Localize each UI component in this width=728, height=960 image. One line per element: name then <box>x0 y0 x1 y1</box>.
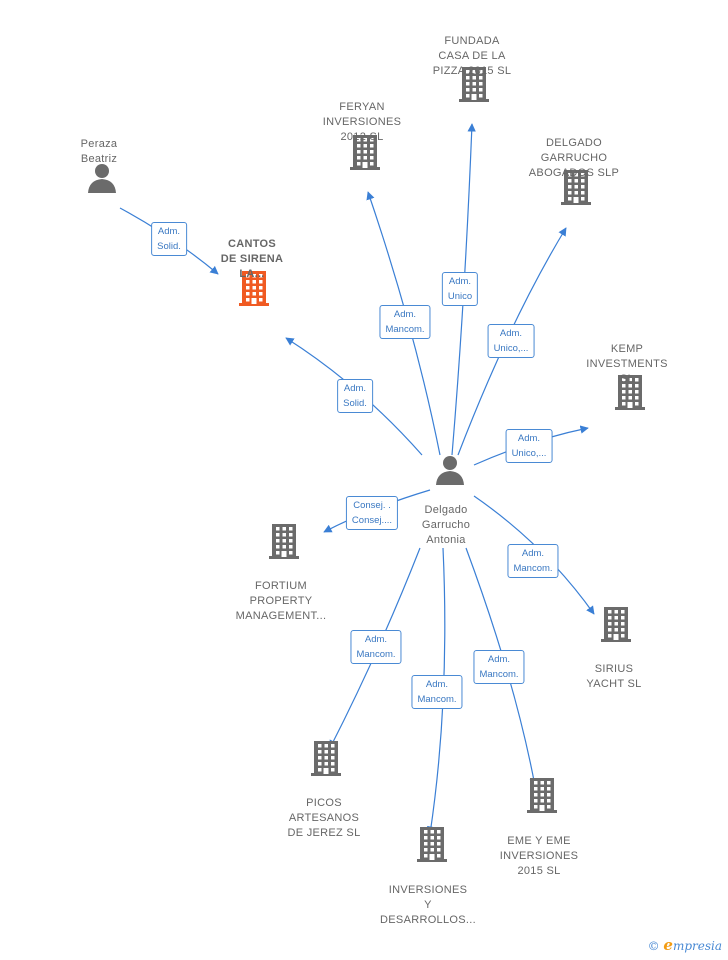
node-label-feryan[interactable]: FERYAN INVERSIONES 2012 SL <box>322 101 402 143</box>
building-icon-sirius[interactable] <box>600 606 632 647</box>
brand-initial: e <box>663 936 673 954</box>
edge-label-center-fortium[interactable]: Consej. . Consej.... <box>345 496 399 530</box>
building-icon-feryan[interactable] <box>349 134 381 175</box>
edge-label-center-inversiones_y[interactable]: Adm. Mancom. <box>411 675 463 709</box>
node-label-peraza[interactable]: Peraza Beatriz <box>80 138 118 165</box>
person-icon-center[interactable] <box>435 455 465 490</box>
edges-layer <box>119 123 595 835</box>
node-label-delgado_slp[interactable]: DELGADO GARRUCHO ABOGADOS SLP <box>528 137 620 179</box>
building-icon-fortium[interactable] <box>268 523 300 564</box>
edge-label-center-feryan[interactable]: Adm. Mancom. <box>379 305 431 339</box>
node-label-fortium[interactable]: FORTIUM PROPERTY MANAGEMENT... <box>235 580 327 622</box>
node-label-sirius[interactable]: SIRIUS YACHT SL <box>586 663 642 690</box>
edge-label-center-cantos[interactable]: Adm. Solid. <box>337 379 373 413</box>
node-label-cantos[interactable]: CANTOS DE SIRENA LA... <box>220 238 284 280</box>
building-icon-delgado_slp[interactable] <box>560 169 592 210</box>
empresia-logo[interactable]: © empresia <box>648 936 722 954</box>
building-icon-cantos[interactable] <box>238 270 270 311</box>
edge-label-center-sirius[interactable]: Adm. Mancom. <box>507 544 559 578</box>
node-label-center[interactable]: Delgado Garrucho Antonia <box>421 504 471 546</box>
node-label-eme[interactable]: EME Y EME INVERSIONES 2015 SL <box>499 835 579 877</box>
building-icon-inversiones_y[interactable] <box>416 826 448 867</box>
node-label-fundada[interactable]: FUNDADA CASA DE LA PIZZA 2015 SL <box>432 35 512 77</box>
node-label-picos[interactable]: PICOS ARTESANOS DE JEREZ SL <box>287 797 361 839</box>
node-label-inversiones_y[interactable]: INVERSIONES Y DESARROLLOS... <box>380 884 476 926</box>
edge-label-center-picos[interactable]: Adm. Mancom. <box>350 630 402 664</box>
copyright-symbol: © <box>647 939 660 953</box>
edge-label-center-fundada[interactable]: Adm. Unico <box>441 272 479 306</box>
person-icon-peraza[interactable] <box>87 163 117 198</box>
edge-label-peraza-cantos[interactable]: Adm. Solid. <box>151 222 187 256</box>
building-icon-picos[interactable] <box>310 740 342 781</box>
building-icon-fundada[interactable] <box>458 66 490 107</box>
edge-label-center-delgado_slp[interactable]: Adm. Unico,... <box>487 324 535 358</box>
edge-label-center-kemp[interactable]: Adm. Unico,... <box>505 429 553 463</box>
edge-label-center-eme[interactable]: Adm. Mancom. <box>473 650 525 684</box>
building-icon-kemp[interactable] <box>614 374 646 415</box>
building-icon-eme[interactable] <box>526 777 558 818</box>
brand-name: mpresia <box>672 939 722 953</box>
node-label-kemp[interactable]: KEMP INVESTMENTS SL <box>586 343 668 385</box>
